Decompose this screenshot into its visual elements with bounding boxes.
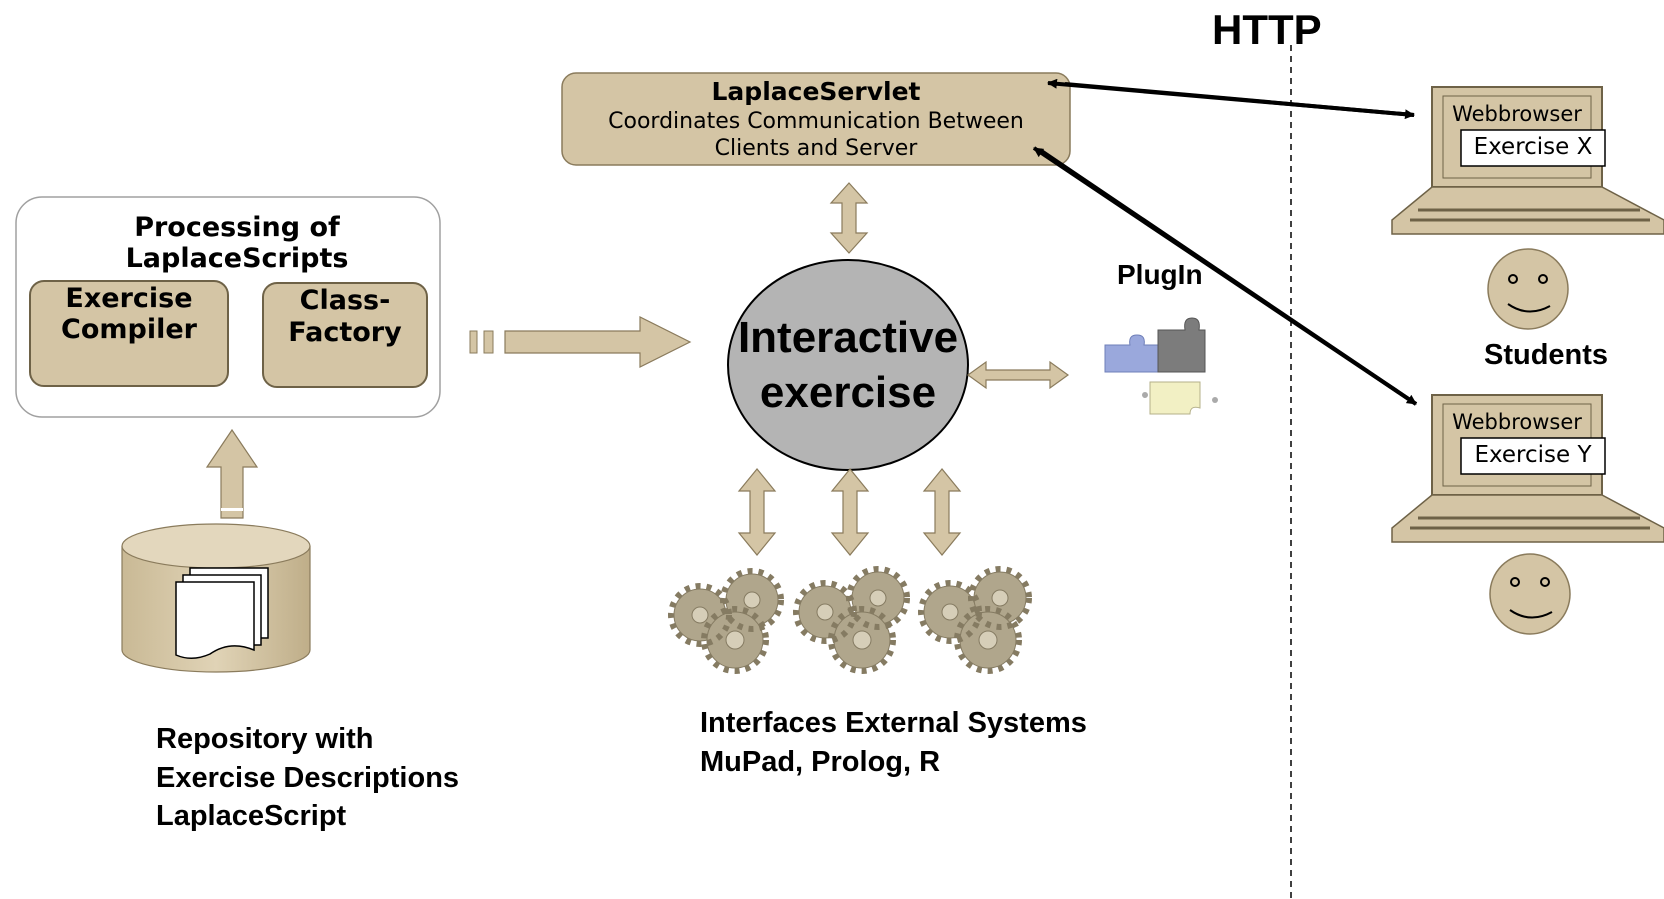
client-x-exercise-label: Exercise X — [1473, 134, 1593, 160]
interfaces-line1: Interfaces External Systems — [700, 707, 1087, 739]
servlet-client-x-arrow-b — [1047, 78, 1415, 117]
exercise-label-1: Interactive — [737, 313, 959, 362]
processing-to-exercise-arrow — [469, 316, 692, 368]
servlet-exercise-double-arrow — [829, 182, 869, 254]
repository-line3: LaplaceScript — [156, 800, 347, 832]
class-factory-box — [262, 282, 428, 388]
repository-to-processing-arrow — [205, 428, 259, 519]
exercise-label-2: exercise — [759, 368, 937, 417]
document-stack-icon — [175, 567, 269, 659]
computer-icon-y — [1391, 394, 1664, 543]
exercise-compiler-box — [29, 280, 229, 387]
http-label: HTTP — [1212, 6, 1322, 53]
repository-line1: Repository with — [156, 723, 374, 755]
repository-cylinder — [121, 523, 311, 673]
student-face-icon-1 — [1487, 248, 1569, 330]
client-y-exercise-label: Exercise Y — [1474, 442, 1592, 468]
compiler-label-2: Compiler — [61, 314, 197, 345]
exercise-interface-arrow-3 — [922, 468, 962, 556]
gears-icon — [668, 566, 1032, 674]
student-face-icon-2 — [1489, 553, 1571, 635]
servlet-title: LaplaceServlet — [711, 77, 921, 106]
servlet-line2: Clients and Server — [714, 136, 918, 161]
client-x-browser-label: Webbrowser — [1452, 102, 1582, 126]
plugin-label: PlugIn — [1117, 259, 1203, 290]
exercise-interface-arrow-1 — [737, 468, 777, 556]
compiler-label-1: Exercise — [65, 283, 193, 314]
interactive-exercise-circle — [727, 259, 969, 471]
computer-icon-x — [1391, 86, 1664, 235]
repository-line2: Exercise Descriptions — [156, 762, 460, 794]
processing-title-2: LaplaceScripts — [125, 243, 349, 274]
servlet-client-y-arrow-b — [1032, 146, 1418, 406]
factory-label-2: Factory — [288, 317, 402, 348]
exercise-plugin-double-arrow — [966, 360, 1070, 390]
factory-label-1: Class- — [299, 285, 391, 316]
client-y-browser-label: Webbrowser — [1452, 410, 1582, 434]
interfaces-line2: MuPad, Prolog, R — [700, 746, 941, 778]
servlet-line1: Coordinates Communication Between — [608, 109, 1024, 134]
servlet-box — [561, 72, 1071, 166]
students-label: Students — [1484, 339, 1609, 371]
puzzle-plugin-icon — [1104, 317, 1218, 415]
processing-title-1: Processing of — [134, 212, 340, 243]
exercise-interface-arrow-2 — [830, 468, 870, 556]
